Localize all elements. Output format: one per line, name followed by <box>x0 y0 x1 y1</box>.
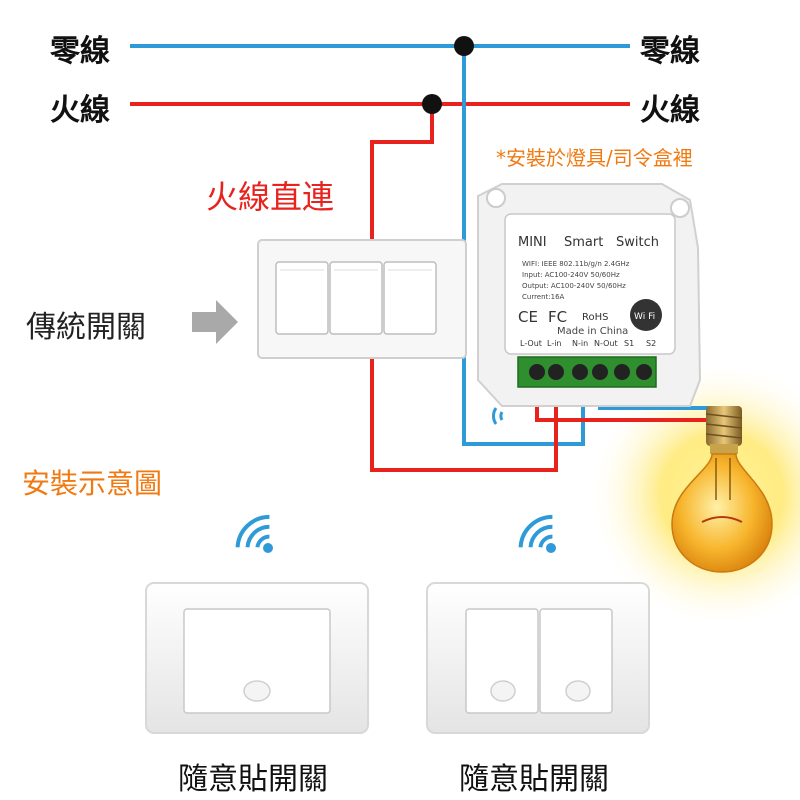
live-junction-dot <box>422 94 442 114</box>
terminal-label-n-out: N-Out <box>594 339 618 348</box>
ce-mark: CE <box>518 308 538 326</box>
module-spec-output: Output: AC100-240V 50/60Hz <box>522 282 626 290</box>
made-in-china: Made in China <box>557 326 628 337</box>
live-label-right: 火線 <box>640 93 700 128</box>
neutral-junction-dot <box>454 36 474 56</box>
terminal-label-s2: S2 <box>646 339 656 348</box>
module-spec-input: Input: AC100-240V 50/60Hz <box>522 271 620 279</box>
terminal-label-n-in: N-in <box>572 339 588 348</box>
module-title-smart: Smart <box>564 235 603 250</box>
rohs-mark: RoHS <box>582 312 608 323</box>
traditional-switch <box>257 239 467 359</box>
remote-switch-caption-right: 隨意貼開關 <box>459 762 609 797</box>
arrow-right-icon <box>192 300 238 344</box>
module-wifi-icon <box>491 407 504 425</box>
terminal-label-l-in: L-in <box>547 339 562 348</box>
module-spec-wifi: WIFI: IEEE 802.11b/g/n 2.4GHz <box>522 260 630 268</box>
svg-text:Wi Fi: Wi Fi <box>634 312 655 322</box>
remote-switch-single <box>145 582 369 734</box>
module-title-switch: Switch <box>616 235 659 250</box>
light-bulb-icon <box>671 406 773 573</box>
install-location-note: *安裝於燈具/司令盒裡 <box>496 146 693 170</box>
wifi-signal-icon <box>235 514 273 553</box>
terminal-label-l-out: L-Out <box>520 339 542 348</box>
module-title-mini: MINI <box>518 235 547 250</box>
traditional-switch-label: 傳統開關 <box>26 310 146 345</box>
live-label-left: 火線 <box>50 93 110 128</box>
install-diagram-label: 安裝示意圖 <box>22 467 163 500</box>
remote-switch-double <box>426 582 650 734</box>
fc-mark: FC <box>548 308 567 326</box>
neutral-label-right: 零線 <box>640 34 700 69</box>
live-branch-wire <box>370 104 434 262</box>
smart-switch-module: MINI Smart Switch WIFI: IEEE 802.11b/g/n… <box>477 183 702 425</box>
terminal-label-s1: S1 <box>624 339 634 348</box>
neutral-label-left: 零線 <box>50 34 110 69</box>
remote-switch-caption-left: 隨意貼開關 <box>178 762 328 797</box>
module-spec-current: Current:16A <box>522 293 565 301</box>
wifi-badge-icon: Wi Fi <box>630 299 662 331</box>
wifi-signal-icon <box>518 514 556 553</box>
live-direct-label: 火線直連 <box>206 178 335 216</box>
